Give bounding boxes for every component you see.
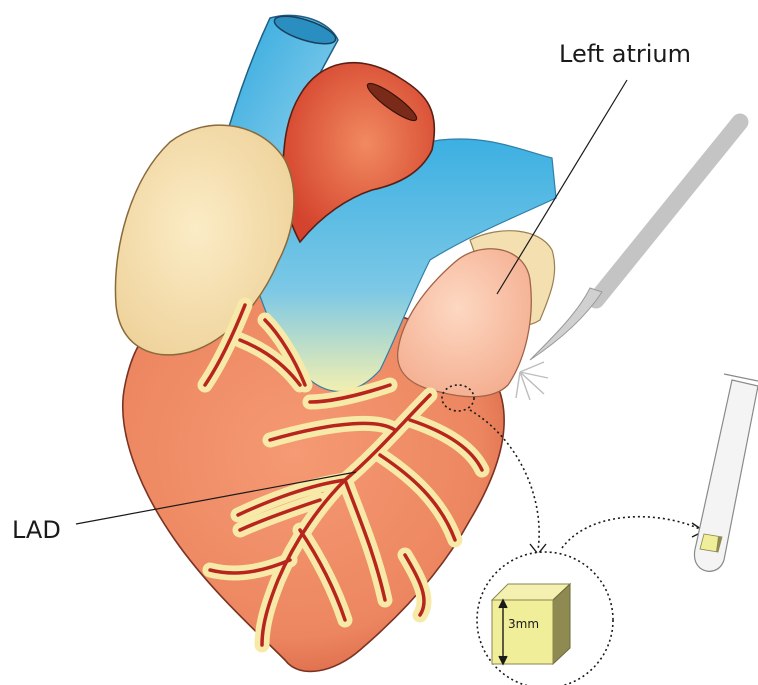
lad-label: LAD	[12, 516, 61, 544]
arrow-to-tube	[562, 517, 702, 548]
sample-size-label: 3mm	[508, 617, 539, 631]
left-atrium-label: Left atrium	[559, 40, 691, 68]
sample-magnifier: 3mm	[477, 552, 613, 685]
test-tube-icon	[695, 374, 758, 571]
scalpel-handle	[596, 122, 740, 300]
heart	[115, 11, 556, 672]
incision-spark	[516, 362, 548, 400]
